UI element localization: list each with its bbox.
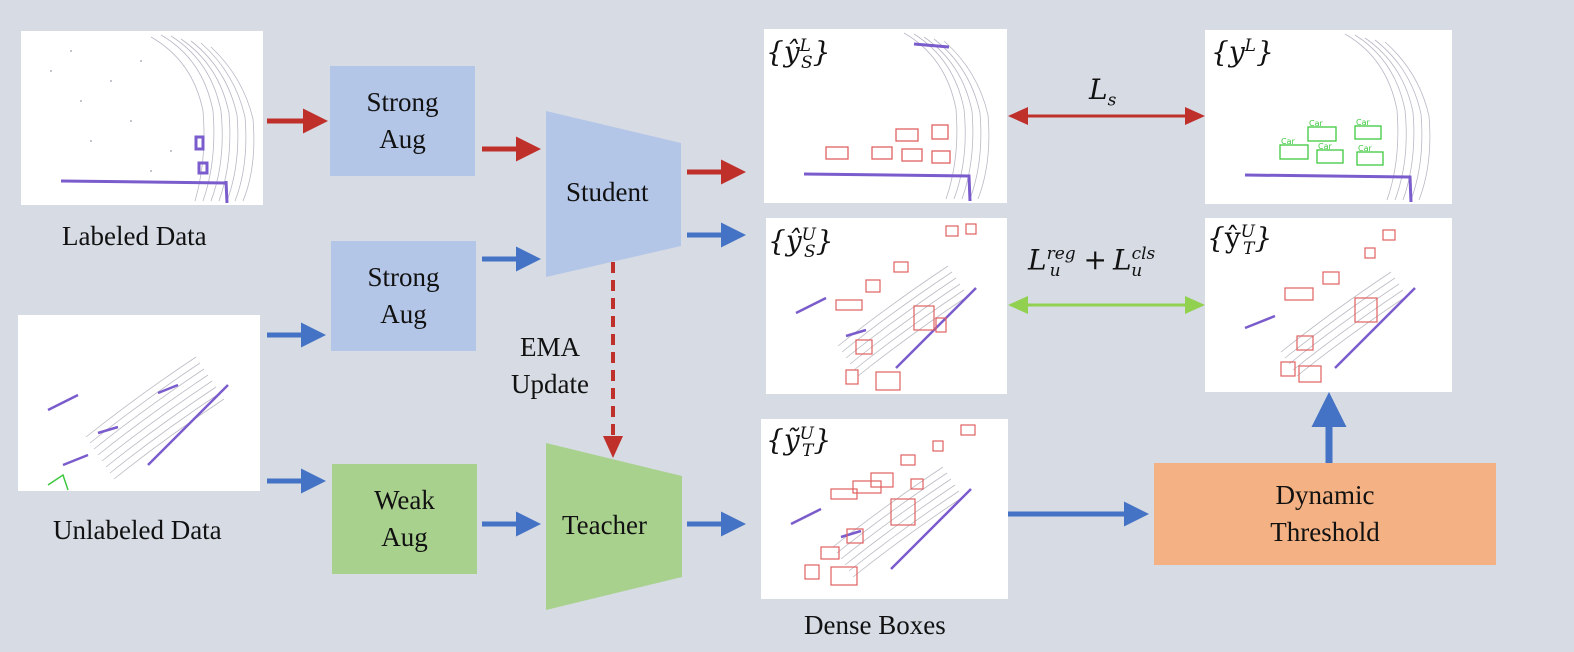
- brace-open: {: [1211, 35, 1229, 69]
- unlabeled-data-label: Unlabeled Data: [53, 515, 222, 545]
- strong-aug-line2: Aug: [379, 124, 426, 154]
- math-base: ỹ: [783, 423, 800, 457]
- car-label: Car: [1318, 142, 1332, 151]
- math-sup: L: [1244, 36, 1256, 56]
- unsupervised-loss-math: Lregu +Lclsu: [1028, 243, 1155, 281]
- car-label: Car: [1358, 144, 1372, 153]
- reg-loss-base: L: [1028, 243, 1047, 277]
- ema-line: EMA: [520, 332, 580, 362]
- math-base: L: [1089, 73, 1108, 106]
- brace-close: }: [812, 35, 831, 69]
- dense-boxes-graphic: [790, 424, 976, 586]
- strong-aug-line1: Strong: [367, 262, 440, 292]
- teacher-unlabeled-graphic: [1244, 229, 1416, 383]
- math-base: ŷ: [783, 35, 800, 69]
- math-base: ŷ: [785, 224, 802, 258]
- pred-student-labeled-math: {ŷLS}: [766, 38, 830, 72]
- student-label: Student: [566, 177, 649, 207]
- update-line: Update: [511, 369, 589, 399]
- cls-loss-base: L: [1113, 243, 1132, 277]
- dynamic-line: Dynamic: [1275, 480, 1375, 510]
- unsupervised-loss-arrowhead-right: [1185, 296, 1205, 314]
- brace-close: }: [1255, 35, 1274, 69]
- dense-boxes-image: [761, 419, 1008, 599]
- student-unlabeled-graphic: [795, 223, 977, 391]
- ground-truth-graphic: Car Car Car Car Car: [1244, 33, 1431, 203]
- car-label: Car: [1309, 119, 1323, 128]
- strong-aug-line2: Aug: [380, 299, 427, 329]
- student-unlabeled-prediction-image: [766, 218, 1007, 394]
- supervised-loss-math: Ls: [1089, 76, 1116, 110]
- reg-loss-sub: u: [1049, 260, 1061, 281]
- math-sub: S: [800, 52, 813, 73]
- strong-aug-line1: Strong: [366, 87, 439, 117]
- cls-loss-sub: u: [1131, 260, 1143, 281]
- unlabeled-data-pointcloud: [18, 315, 260, 491]
- brace-open: {: [1207, 221, 1225, 255]
- math-sub: T: [1242, 238, 1255, 259]
- pred-student-unlabeled-math: {ŷUS}: [768, 227, 833, 261]
- supervised-loss-arrowhead-left: [1008, 107, 1028, 125]
- plus-sign: +: [1083, 243, 1107, 277]
- math-sup: U: [801, 225, 816, 245]
- unlabeled-pointcloud-graphic: [47, 356, 229, 491]
- math-sub: s: [1107, 90, 1117, 111]
- threshold-line: Threshold: [1270, 517, 1380, 547]
- dense-boxes-label: Dense Boxes: [804, 610, 946, 640]
- ema-arrowhead: [603, 436, 623, 458]
- dense-teacher-math: {ỹUT}: [766, 426, 831, 460]
- math-sub: S: [803, 241, 816, 262]
- brace-close: }: [815, 224, 834, 258]
- teacher-trapezoid: [546, 443, 682, 610]
- pred-teacher-unlabeled-math: {ŷUT}: [1207, 224, 1272, 258]
- brace-open: {: [768, 224, 786, 258]
- student-labeled-graphic: [803, 32, 990, 202]
- teacher-label: Teacher: [562, 510, 648, 540]
- brace-open: {: [766, 35, 784, 69]
- car-label: Car: [1356, 118, 1370, 127]
- math-base: y: [1228, 35, 1245, 69]
- math-sup: U: [1240, 222, 1255, 242]
- ema-update-label: EMA Update: [490, 328, 610, 404]
- weak-aug-line1: Weak: [374, 485, 435, 515]
- student-trapezoid: [546, 111, 681, 277]
- teacher-unlabeled-prediction-image: [1205, 218, 1452, 392]
- brace-close: }: [813, 423, 832, 457]
- weak-aug-line2: Aug: [381, 522, 428, 552]
- ground-truth-image: Car Car Car Car Car: [1205, 30, 1452, 204]
- unsupervised-loss-arrowhead-left: [1008, 296, 1028, 314]
- math-sup: L: [799, 36, 811, 56]
- cls-loss-sup: cls: [1131, 244, 1156, 264]
- labeled-data-label: Labeled Data: [62, 221, 207, 251]
- labeled-data-pointcloud: [21, 31, 263, 205]
- labeled-pointcloud-graphic: [50, 34, 255, 204]
- student-labeled-prediction-image: [764, 29, 1007, 203]
- math-sup: U: [799, 424, 814, 444]
- brace-open: {: [766, 423, 784, 457]
- supervised-loss-arrowhead-right: [1185, 107, 1205, 125]
- math-base: ŷ: [1224, 221, 1241, 255]
- math-sub: T: [801, 440, 814, 461]
- ground-truth-math: {yL}: [1211, 38, 1274, 66]
- car-label: Car: [1281, 137, 1295, 146]
- brace-close: }: [1254, 221, 1273, 255]
